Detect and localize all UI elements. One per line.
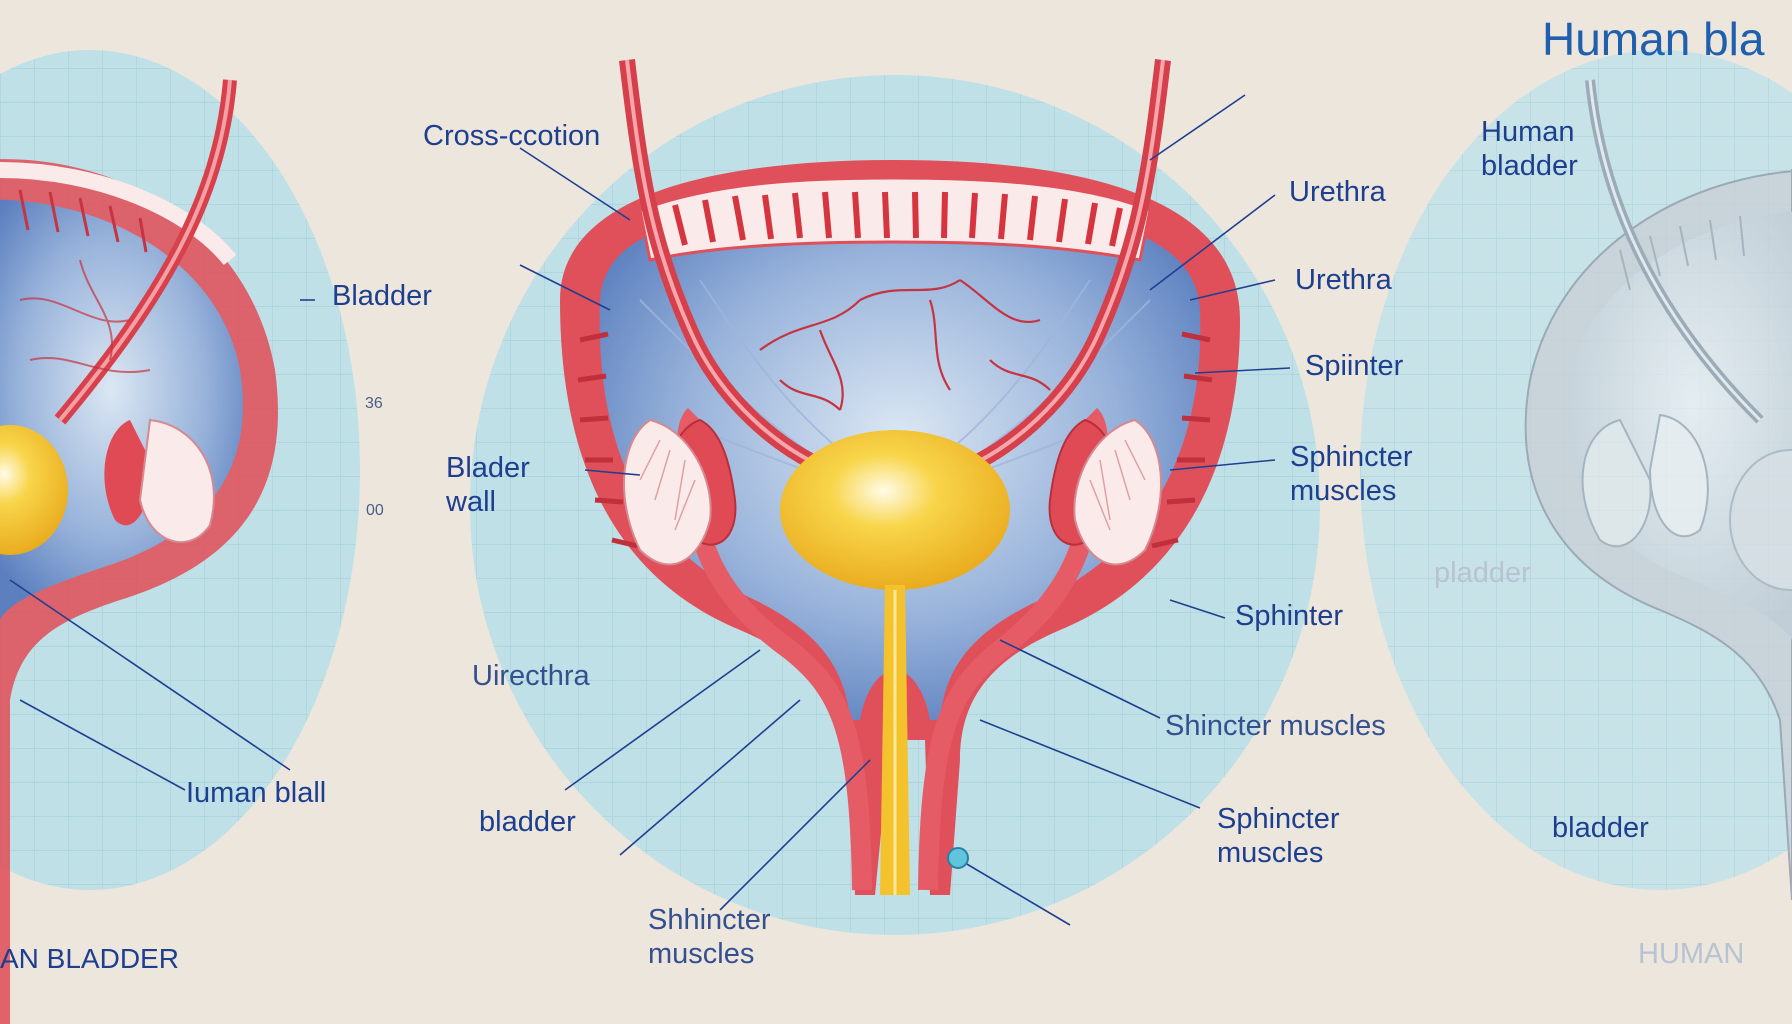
center-bladder xyxy=(560,59,1240,895)
label-bladder-center: bladder xyxy=(479,806,576,838)
label-sphincter-muscles-lower-right: Sphincter muscles xyxy=(1217,803,1340,869)
label-spinter: Spiinter xyxy=(1305,350,1404,382)
leader-lines xyxy=(9,94,1291,926)
measure-marker xyxy=(947,847,969,869)
label-sphinter-right: Sphinter xyxy=(1235,600,1344,632)
label-shincter-bottom: Shhincter muscles xyxy=(648,904,771,970)
label-left-num-2: 00 xyxy=(366,502,384,519)
label-left-caption: AN BLADDER xyxy=(0,943,179,974)
muscle-fibers xyxy=(672,191,1123,247)
label-left-num-1: 36 xyxy=(365,395,383,412)
label-cross-section: Cross-ccotion xyxy=(423,120,601,152)
label-urethra-top: Urethra xyxy=(1289,176,1386,208)
label-left-bladder: Bladder xyxy=(332,280,432,312)
label-right-human-bladder: Human bladder xyxy=(1481,116,1578,182)
right-bladder xyxy=(1524,79,1792,901)
label-left-human-ball: Iuman blall xyxy=(186,777,327,809)
label-shinter-muscles: Shincter muscles xyxy=(1165,710,1386,742)
left-bladder xyxy=(0,79,278,1024)
label-right-bladder: bladder xyxy=(1552,812,1649,844)
label-right-plader: pladder xyxy=(1434,557,1531,589)
label-urethra-left: Uirecthra xyxy=(472,660,590,692)
blood-vessels xyxy=(759,279,1051,411)
urine-pool xyxy=(780,430,1010,590)
label-urethra-mid: Urethra xyxy=(1295,264,1392,296)
label-right-caption: HUMAN xyxy=(1638,938,1745,970)
label-bladder-wall: Blader wall xyxy=(446,452,530,518)
label-sphincter-muscles-right: Sphincter muscles xyxy=(1290,441,1413,507)
diagram-title: Human bla xyxy=(1542,13,1765,65)
